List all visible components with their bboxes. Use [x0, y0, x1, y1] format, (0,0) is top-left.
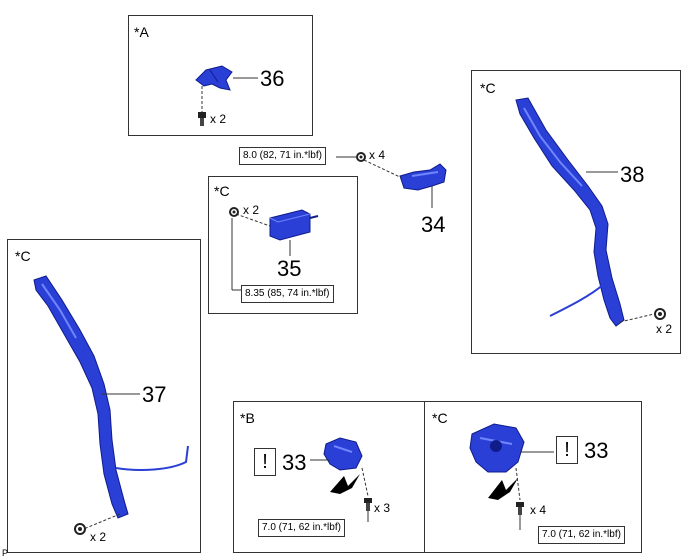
bolt-icon	[654, 308, 666, 320]
part-36-bracket	[195, 65, 233, 91]
panel-c-bottom-right-torque: 7.0 (71, 62 in.*lbf)	[538, 526, 625, 544]
part-number-33-c: 33	[584, 438, 609, 463]
part-number-35: 35	[277, 256, 302, 281]
panel-b-tag: *B	[240, 410, 255, 426]
panel-c-bottom-right-quantity: x 4	[530, 503, 547, 517]
part-38-rail	[515, 97, 625, 327]
bolt-icon	[74, 523, 86, 535]
panel-a-tag: *A	[134, 24, 149, 40]
panel-c-top-right	[471, 70, 681, 354]
panel-c-left-tag: *C	[15, 248, 31, 264]
arrow-icon	[330, 474, 360, 494]
figure-code: P	[2, 548, 9, 558]
bolt-icon	[364, 498, 372, 511]
panel-b-torque: 7.0 (71, 62 in.*lbf)	[258, 519, 345, 537]
bolt-icon	[198, 112, 206, 126]
bolt-icon	[229, 207, 239, 217]
part-35-torque: 8.35 (85, 74 in.*lbf)	[241, 285, 334, 303]
caution-icon: !	[556, 436, 578, 464]
part-34-torque: 8.0 (82, 71 in.*lbf)	[239, 147, 326, 165]
panel-a-quantity: x 2	[210, 112, 227, 126]
part-number-34: 34	[421, 212, 446, 237]
panel-b-quantity: x 3	[374, 501, 391, 515]
panel-c-bottom-right-tag: *C	[432, 410, 448, 426]
arrow-icon	[488, 478, 518, 500]
part-34-quantity: x 4	[369, 148, 386, 162]
panel-c-middle-tag: *C	[214, 183, 230, 199]
part-33-actuator-c	[469, 423, 525, 473]
part-37-rail	[33, 275, 189, 519]
part-number-36: 36	[260, 66, 285, 91]
part-number-37: 37	[142, 382, 167, 407]
panel-c-top-right-quantity: x 2	[656, 322, 673, 336]
part-33-actuator-b	[323, 437, 363, 471]
panel-c-middle-quantity: x 2	[243, 203, 260, 217]
caution-icon: !	[254, 448, 276, 476]
part-34-bracket	[399, 163, 447, 191]
panel-c-top-right-tag: *C	[480, 80, 496, 96]
bolt-icon	[356, 152, 366, 162]
bolt-icon	[516, 502, 524, 515]
part-number-33-b: 33	[282, 450, 307, 475]
part-number-38: 38	[620, 162, 645, 187]
part-35-module	[269, 209, 319, 241]
panel-c-left-quantity: x 2	[90, 530, 107, 544]
